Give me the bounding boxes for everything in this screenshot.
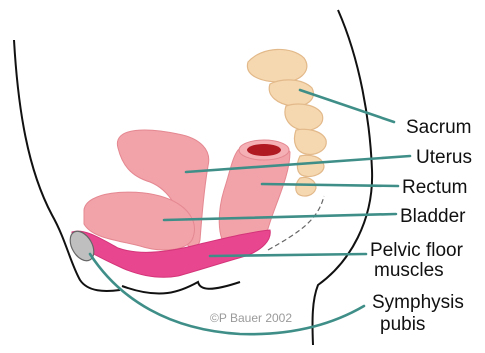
label-uterus: Uterus xyxy=(416,147,472,168)
rectum-lumen xyxy=(247,144,281,156)
label-pelvic-floor-line1: Pelvic floor xyxy=(370,240,464,261)
label-rectum: Rectum xyxy=(402,177,467,198)
copyright-notice: ©P Bauer 2002 xyxy=(210,311,292,325)
label-symphysis-line1: Symphysis xyxy=(372,292,464,313)
label-pelvic-floor-line2: muscles xyxy=(374,260,444,281)
label-bladder: Bladder xyxy=(400,206,466,227)
label-symphysis-line2: pubis xyxy=(380,314,425,335)
thigh-outline xyxy=(122,282,240,294)
label-sacrum: Sacrum xyxy=(406,117,471,138)
body-outline-back xyxy=(313,10,373,345)
